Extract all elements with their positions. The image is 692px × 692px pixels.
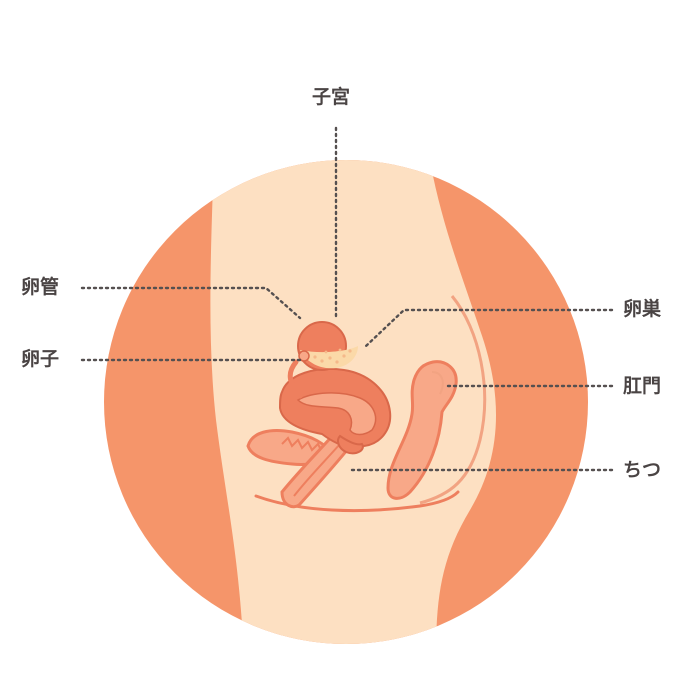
label-vagina: ちつ [623, 459, 662, 481]
bladder-wall [281, 436, 323, 453]
label-anus: 肛門 [623, 375, 662, 397]
ovary [297, 321, 358, 371]
rectum [386, 360, 458, 500]
fallopian-tube [287, 359, 303, 399]
egg [298, 350, 310, 362]
uterus [278, 368, 392, 455]
label-ovary: 卵巣 [623, 298, 662, 320]
label-egg: 卵子 [21, 348, 60, 370]
leader-ovary [364, 308, 614, 348]
back-contour [419, 295, 487, 505]
label-fallopian-tube: 卵管 [21, 276, 60, 298]
leader-fallopian-tube [80, 286, 302, 320]
label-uterus: 子宮 [312, 86, 351, 108]
vagina-inner [293, 443, 341, 497]
